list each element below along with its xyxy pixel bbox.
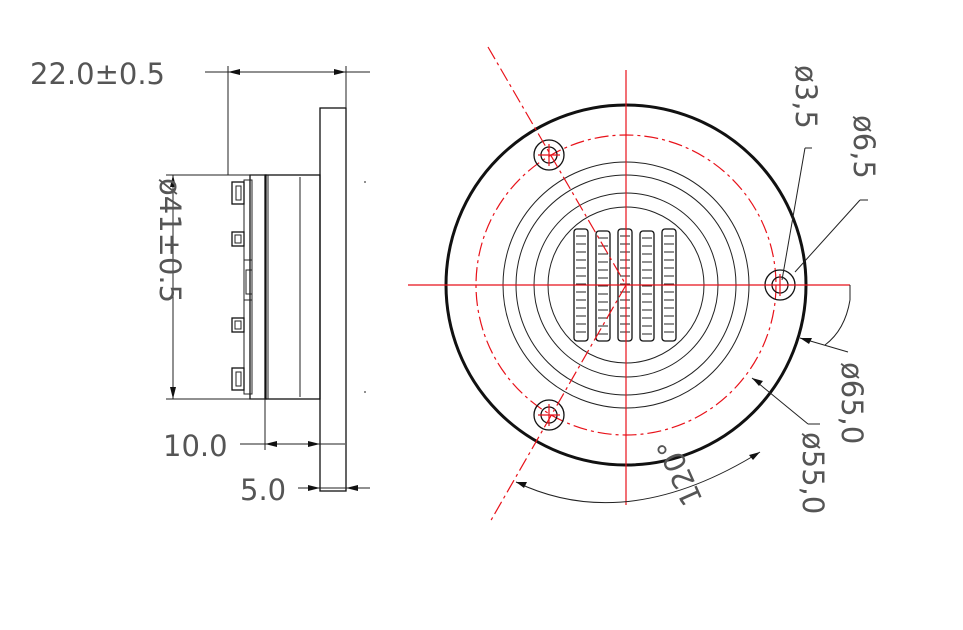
- leader-counterbore: ø6,5: [794, 115, 881, 273]
- side-view: 22.0±0.5 ø41±0.5 10.0 5.0: [30, 57, 370, 507]
- dimension-bolt-circle: ø55,0: [751, 377, 830, 514]
- dimension-body: 10.0: [163, 399, 345, 463]
- depth-label: 22.0±0.5: [30, 57, 165, 91]
- dimension-diameter: ø41±0.5: [153, 174, 265, 400]
- centerlines: [408, 46, 850, 523]
- flange-plate: [319, 107, 347, 492]
- diameter-label: ø41±0.5: [153, 178, 187, 303]
- leader-hole: ø3,5: [781, 65, 823, 281]
- terminal-tabs: [231, 181, 253, 391]
- dimension-depth: 22.0±0.5: [30, 57, 370, 175]
- body-label: 10.0: [163, 429, 228, 463]
- dimension-flange: 5.0: [240, 473, 370, 507]
- counterbore-label: ø6,5: [847, 115, 881, 179]
- flange-label: 5.0: [240, 473, 286, 507]
- dimension-outer: ø65,0: [799, 285, 869, 444]
- dimension-angle: 120°: [515, 433, 761, 511]
- tweeter-body: [264, 174, 321, 400]
- hole-label: ø3,5: [789, 65, 823, 129]
- angle-label: 120°: [650, 433, 709, 511]
- outer-label: ø65,0: [835, 362, 869, 444]
- front-view: ø3,5 ø6,5 ø65,0 ø55,0 120°: [408, 46, 881, 523]
- bolt-circle-label: ø55,0: [796, 432, 830, 514]
